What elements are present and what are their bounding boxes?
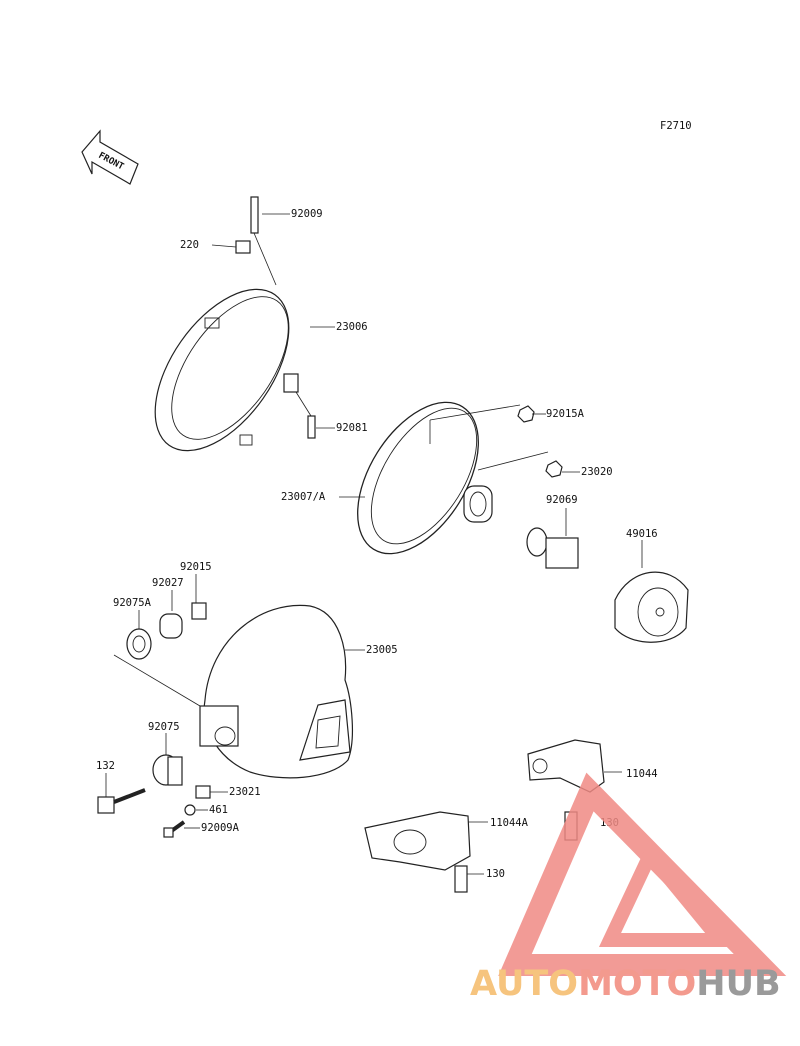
watermark-part-2: MOTO: [578, 964, 696, 1004]
bulb-92069: [526, 508, 579, 569]
label-23007A: 23007/A: [281, 491, 326, 503]
collar-92027: [159, 613, 183, 639]
label-23005: 23005: [366, 644, 398, 656]
label-130-lower: 130: [486, 868, 505, 880]
headlight-rim: [154, 288, 299, 452]
label-92015A: 92015A: [546, 408, 585, 420]
label-11044A: 11044A: [490, 817, 529, 829]
bolt-132: [97, 788, 146, 814]
nut-92015: [191, 602, 207, 620]
label-92027: 92027: [152, 577, 184, 589]
nut-23020: [545, 460, 563, 478]
label-49016: 49016: [626, 528, 658, 540]
headlight-case: [113, 604, 365, 779]
screw-92009A: [163, 820, 186, 838]
label-92081: 92081: [336, 422, 368, 434]
label-11044: 11044: [626, 768, 658, 780]
label-92009A: 92009A: [201, 822, 240, 834]
cap-49016: [614, 540, 689, 643]
figure-code: F2710: [660, 120, 692, 132]
screw-220: [235, 240, 251, 254]
reflector-ring: [357, 401, 549, 555]
watermark-text: AUTOMOTOHUB: [470, 964, 781, 1004]
bracket-11044A: [364, 811, 471, 893]
label-23021: 23021: [229, 786, 261, 798]
screw-92009: [250, 196, 277, 286]
label-220: 220: [180, 239, 199, 251]
label-461: 461: [209, 804, 228, 816]
watermark-logo-icon: [498, 772, 787, 976]
label-132: 132: [96, 760, 115, 772]
watermark-part-3: HUB: [696, 964, 780, 1004]
leader-lines: [105, 213, 622, 875]
label-92075: 92075: [148, 721, 180, 733]
watermark-part-1: AUTO: [470, 964, 578, 1004]
washer-461: [184, 804, 196, 816]
spring-92081: [295, 391, 316, 439]
label-92069: 92069: [546, 494, 578, 506]
label-92009: 92009: [291, 208, 323, 220]
nut-92015A: [517, 405, 535, 423]
label-23006: 23006: [336, 321, 368, 333]
label-23020: 23020: [581, 466, 613, 478]
front-arrow-icon: FRONT: [81, 129, 139, 185]
grommet-92075A: [126, 628, 152, 660]
nut-23021: [195, 785, 211, 799]
label-92075A: 92075A: [113, 597, 152, 609]
label-92015: 92015: [180, 561, 212, 573]
